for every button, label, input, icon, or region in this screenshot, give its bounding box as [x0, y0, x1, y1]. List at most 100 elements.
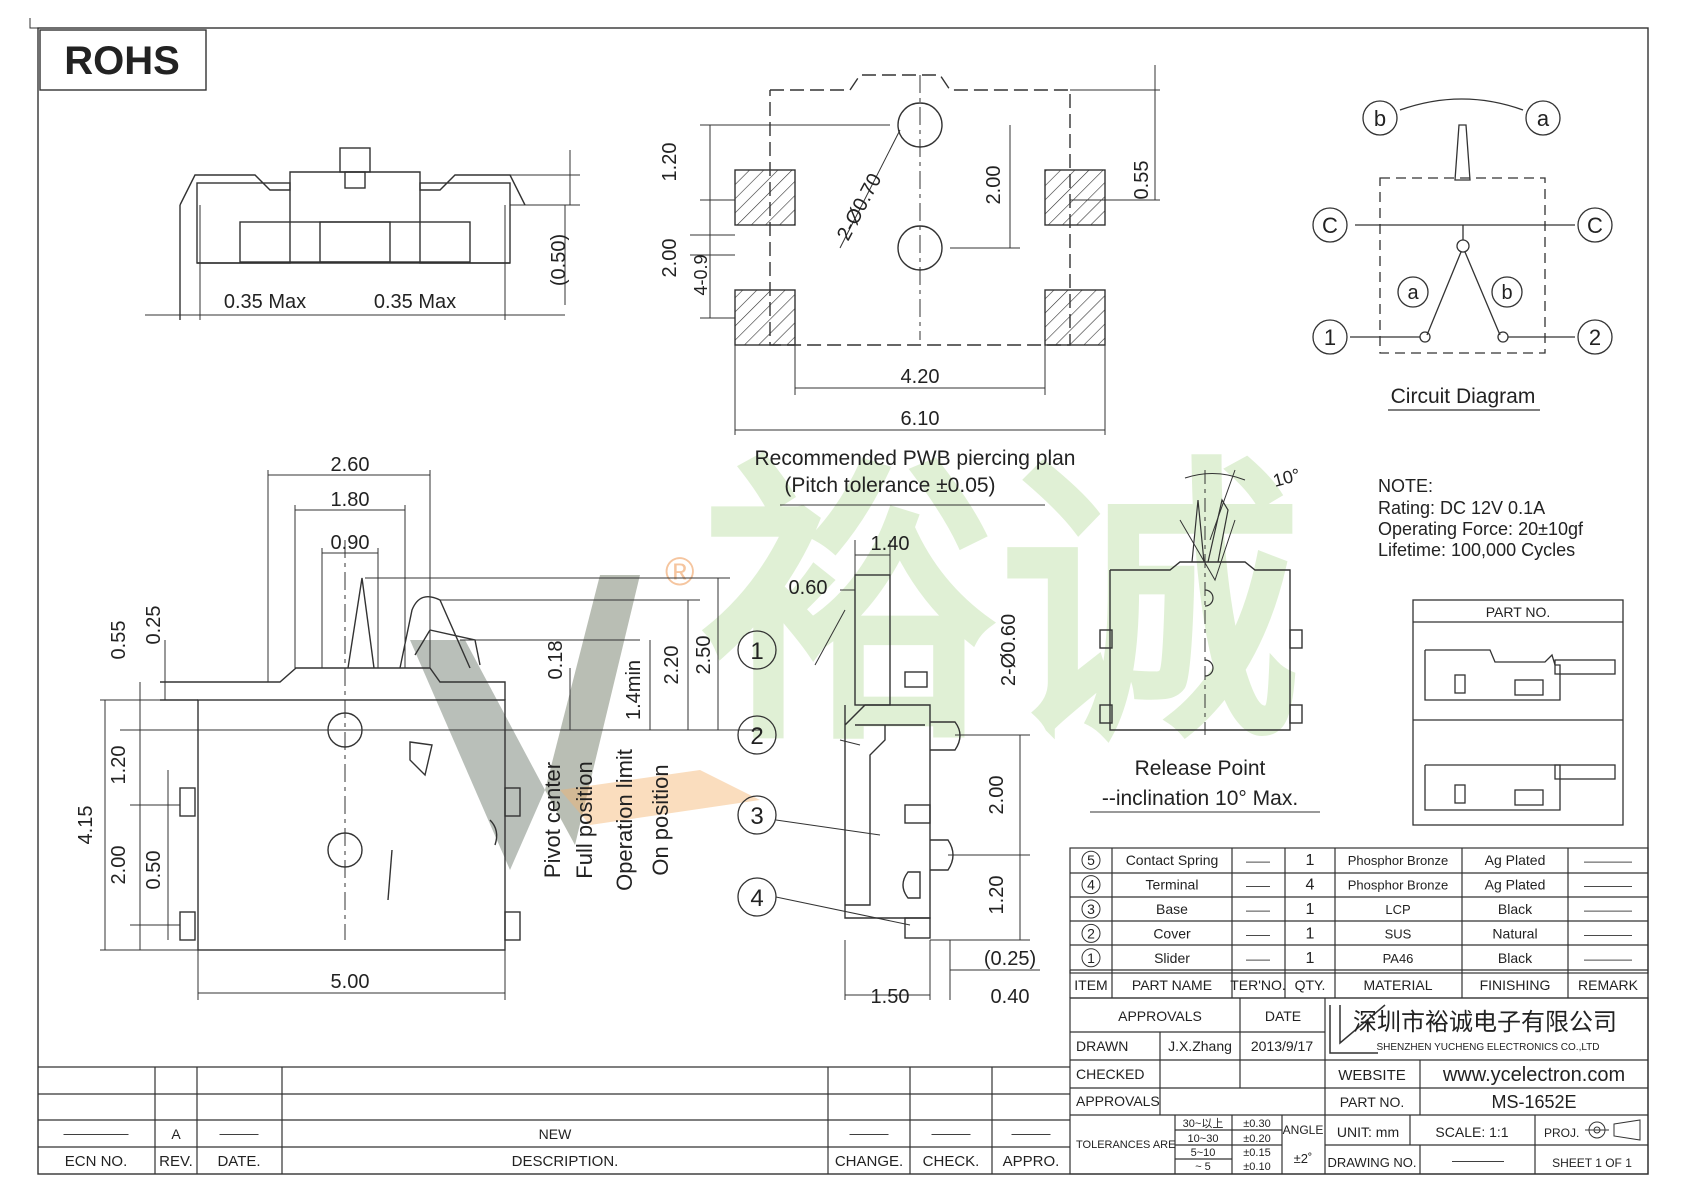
rohs-label: ROHS	[64, 39, 180, 83]
pos-full: Full position	[572, 761, 597, 878]
tb-angle-label: ANGLE	[1283, 1123, 1324, 1137]
tb-company-en: SHENZHEN YUCHENG ELECTRONICS CO.,LTD	[1377, 1042, 1600, 1053]
dim-front-2: 1.80	[331, 489, 370, 511]
bom-cell-ter: ——	[1246, 903, 1270, 917]
term-b-top: b	[1374, 106, 1386, 131]
pwb-plan	[690, 65, 1160, 506]
tb-proj: PROJ.	[1544, 1126, 1579, 1140]
position-labels: Pivot center Full position Operation lim…	[540, 749, 673, 891]
bom-headers: ITEM PART NAME TER'NO. QTY. MATERIAL FIN…	[1074, 977, 1638, 993]
tb-drawn-label: DRAWN	[1076, 1038, 1128, 1054]
note-title: NOTE:	[1378, 476, 1433, 496]
dim-sec-5: 1.20	[986, 876, 1008, 915]
watermark-logo: ® 裕诚	[410, 432, 1300, 870]
callout-3: 3	[750, 803, 763, 830]
watermark-text: 裕诚	[700, 432, 1300, 781]
section-callouts	[737, 630, 911, 926]
tb-tol-value-2: ±0.20	[1243, 1133, 1270, 1145]
dim-pwb-6: 0.55	[1131, 161, 1153, 200]
part-no-box	[1412, 599, 1624, 826]
dim-sec-3: 2-Ø0.60	[998, 614, 1020, 686]
rev-h-ecn: ECN NO.	[65, 1153, 128, 1170]
term-c-left: C	[1322, 213, 1338, 238]
tb-unit: UNIT: mm	[1337, 1124, 1399, 1140]
dim-sec-8: 0.40	[991, 986, 1030, 1008]
rev-h-rev: REV.	[159, 1153, 193, 1170]
term-b-inner: b	[1501, 282, 1512, 304]
dim-front-4: 0.55	[108, 621, 130, 660]
revision-table	[38, 1066, 1070, 1174]
bom-cell-name: Base	[1156, 901, 1188, 917]
dim-front-3: 0.90	[331, 532, 370, 554]
bom-cell-material: Phosphor Bronze	[1348, 853, 1448, 868]
tb-sheet: SHEET 1 OF 1	[1552, 1156, 1632, 1170]
bom-item-circle	[1081, 899, 1101, 919]
bom-h-qty: QTY.	[1295, 977, 1326, 993]
bom-cell-ter: ——	[1246, 879, 1270, 893]
tb-tol-range-2: 10~30	[1188, 1133, 1219, 1145]
dim-sec-2: 0.60	[789, 577, 828, 599]
bom-cell-qty: 1	[1306, 852, 1315, 869]
section-callout-labels: 1 2 3 4	[750, 638, 763, 912]
tb-partno: MS-1652E	[1491, 1092, 1576, 1112]
callout-1: 1	[750, 638, 763, 665]
bom-h-finish: FINISHING	[1480, 977, 1551, 993]
bom-cell-finish: Ag Plated	[1485, 877, 1546, 893]
dim-front-11: 4.15	[75, 806, 97, 845]
dim-pwb-8: 6.10	[901, 408, 940, 430]
tb-tol-range-1: 30~以上	[1183, 1117, 1224, 1130]
dim-pwb-2: 2.00	[659, 239, 681, 278]
tb-tolerances-label: TOLERANCES ARE	[1076, 1139, 1175, 1151]
drawing-frame	[29, 18, 1649, 1175]
tb-drawn-date: 2013/9/17	[1251, 1038, 1313, 1054]
circuit-terminal-labels: b a C C a b 1 2	[1322, 106, 1603, 350]
dim-pwb-7: 4.20	[901, 366, 940, 388]
tb-approvals-header: APPROVALS	[1118, 1008, 1202, 1024]
bom-cell-finish: Black	[1498, 950, 1533, 966]
section-dims: 1.40 0.60 2-Ø0.60 2.00 1.20 (0.25) 1.50 …	[789, 533, 1037, 1008]
dim-side-2: 0.35 Max	[374, 291, 456, 313]
bom-item-circle	[1081, 875, 1101, 895]
tb-tol-range-4: ~ 5	[1195, 1161, 1211, 1173]
tb-website-label: WEBSITE	[1338, 1067, 1406, 1084]
bom-cell-remark: ————	[1584, 879, 1632, 893]
rev-desc: NEW	[539, 1126, 572, 1142]
bom-item-circle	[1081, 850, 1101, 870]
dim-sec-4: 2.00	[986, 776, 1008, 815]
bom-cell-finish: Natural	[1492, 925, 1537, 941]
term-1: 1	[1324, 325, 1336, 350]
term-a-inner: a	[1407, 282, 1419, 304]
rev-change: ———	[850, 1126, 889, 1141]
dim-front-5: 0.25	[143, 606, 165, 645]
revision-row: ————— A ——— NEW ——— ——— ———	[64, 1126, 1051, 1142]
bom-cell-name: Terminal	[1146, 877, 1199, 893]
tb-tol-value-3: ±0.15	[1243, 1147, 1270, 1159]
bom-cell-finish: Black	[1498, 901, 1533, 917]
pos-on: On position	[648, 764, 673, 875]
tb-date-header: DATE	[1265, 1008, 1301, 1024]
release-caption-2: --inclination 10° Max.	[1102, 787, 1298, 810]
bom-cell-qty: 1	[1306, 925, 1315, 942]
bom-cell-name: Cover	[1153, 925, 1191, 941]
bom-cell-material: SUS	[1385, 926, 1412, 941]
title-block-text: APPROVALS DATE DRAWN J.X.Zhang 2013/9/17…	[1076, 1008, 1632, 1173]
bom-cell-item: 4	[1087, 877, 1095, 893]
dim-side-3: (0.50)	[548, 234, 570, 286]
pwb-caption-1: Recommended PWB piercing plan	[755, 447, 1076, 470]
bom-cell-item: 3	[1087, 901, 1095, 917]
company-logo-mark	[1329, 1004, 1386, 1054]
part-box-title: PART NO.	[1486, 604, 1551, 620]
release-caption-1: Release Point	[1135, 757, 1266, 780]
dim-sec-6: (0.25)	[984, 948, 1036, 970]
bom-cell-material: PA46	[1383, 951, 1414, 966]
callout-2: 2	[750, 723, 763, 750]
title-block-grid	[1069, 997, 1649, 1175]
tb-drawn-by: J.X.Zhang	[1168, 1038, 1232, 1054]
tb-website: www.ycelectron.com	[1442, 1064, 1625, 1086]
dim-front-12: 2.00	[108, 846, 130, 885]
